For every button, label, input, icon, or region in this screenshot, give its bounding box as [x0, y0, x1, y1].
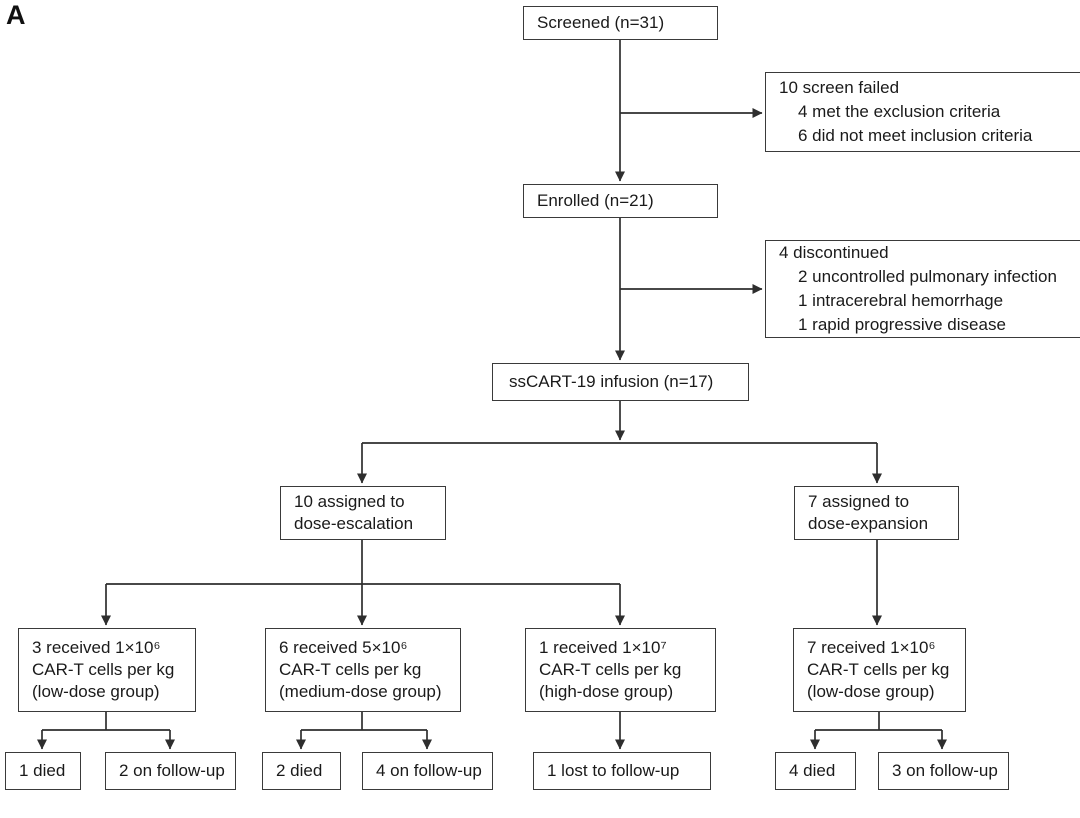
node-outcome-expansion-followup: 3 on follow-up: [878, 752, 1009, 790]
dose-expansion-line: 7 assigned to: [808, 492, 910, 511]
node-discontinued: 4 discontinued 2 uncontrolled pulmonary …: [765, 240, 1080, 338]
low-dose-line: (low-dose group): [32, 682, 160, 701]
node-high-dose-group: 1 received 1×10⁷ CAR-T cells per kg (hig…: [525, 628, 716, 712]
screen-failed-line: 4 met the exclusion criteria: [798, 102, 1001, 121]
node-outcome-medium-died: 2 died: [262, 752, 341, 790]
node-screened: Screened (n=31): [523, 6, 718, 40]
outcome-label: 1 died: [19, 761, 66, 780]
outcome-label: 1 lost to follow-up: [547, 761, 680, 780]
node-outcome-low-died: 1 died: [5, 752, 81, 790]
panel-label: A: [6, 0, 26, 30]
outcome-label: 2 died: [276, 761, 323, 780]
node-screened-label: Screened (n=31): [537, 13, 665, 32]
discontinued-line: 4 discontinued: [779, 243, 889, 262]
node-infusion-label: ssCART-19 infusion (n=17): [509, 372, 714, 391]
screen-failed-line: 10 screen failed: [779, 78, 900, 97]
high-dose-line: 1 received 1×10⁷: [539, 638, 667, 657]
node-low-dose-group: 3 received 1×10⁶ CAR-T cells per kg (low…: [18, 628, 196, 712]
node-expansion-low-dose-group: 7 received 1×10⁶ CAR-T cells per kg (low…: [793, 628, 966, 712]
node-outcome-expansion-died: 4 died: [775, 752, 856, 790]
high-dose-line: (high-dose group): [539, 682, 674, 701]
node-enrolled-label: Enrolled (n=21): [537, 191, 654, 210]
low-dose-line: 3 received 1×10⁶: [32, 638, 161, 657]
discontinued-line: 1 intracerebral hemorrhage: [798, 291, 1004, 310]
screen-failed-line: 6 did not meet inclusion criteria: [798, 126, 1033, 145]
medium-dose-line: CAR-T cells per kg: [279, 660, 422, 679]
outcome-label: 3 on follow-up: [892, 761, 998, 780]
node-dose-escalation: 10 assigned to dose-escalation: [280, 486, 446, 540]
discontinued-line: 1 rapid progressive disease: [798, 315, 1006, 334]
node-enrolled: Enrolled (n=21): [523, 184, 718, 218]
expansion-low-dose-line: CAR-T cells per kg: [807, 660, 950, 679]
node-outcome-low-followup: 2 on follow-up: [105, 752, 236, 790]
low-dose-line: CAR-T cells per kg: [32, 660, 175, 679]
dose-expansion-line: dose-expansion: [808, 514, 929, 533]
high-dose-line: CAR-T cells per kg: [539, 660, 682, 679]
node-outcome-high-lost: 1 lost to follow-up: [533, 752, 711, 790]
medium-dose-line: 6 received 5×10⁶: [279, 638, 408, 657]
outcome-label: 2 on follow-up: [119, 761, 225, 780]
node-dose-expansion: 7 assigned to dose-expansion: [794, 486, 959, 540]
discontinued-line: 2 uncontrolled pulmonary infection: [798, 267, 1057, 286]
outcome-label: 4 on follow-up: [376, 761, 482, 780]
dose-escalation-line: 10 assigned to: [294, 492, 405, 511]
dose-escalation-line: dose-escalation: [294, 514, 414, 533]
node-outcome-medium-followup: 4 on follow-up: [362, 752, 493, 790]
node-infusion: ssCART-19 infusion (n=17): [492, 363, 749, 401]
node-screen-failed: 10 screen failed 4 met the exclusion cri…: [765, 72, 1080, 152]
outcome-label: 4 died: [789, 761, 836, 780]
expansion-low-dose-line: (low-dose group): [807, 682, 935, 701]
expansion-low-dose-line: 7 received 1×10⁶: [807, 638, 936, 657]
medium-dose-line: (medium-dose group): [279, 682, 442, 701]
node-medium-dose-group: 6 received 5×10⁶ CAR-T cells per kg (med…: [265, 628, 461, 712]
